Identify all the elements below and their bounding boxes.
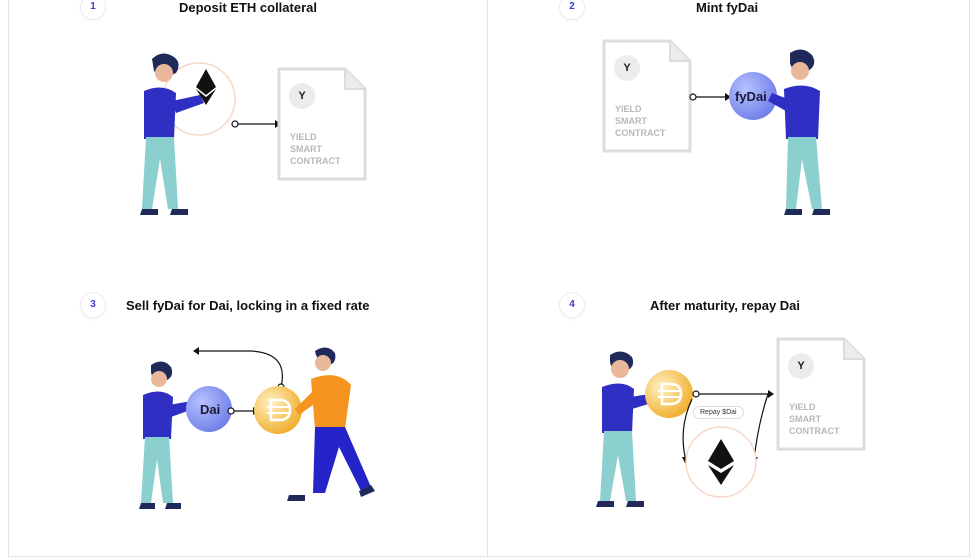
person-selling-icon	[139, 361, 193, 509]
step-3-panel: 3 Sell fyDai for Dai, locking in a fixed…	[8, 267, 488, 557]
arrow-to-fydai	[689, 93, 731, 101]
contract-initial: Y	[788, 353, 814, 379]
contract-initial: Y	[614, 55, 640, 81]
step-4-badge: 4	[560, 293, 584, 317]
step-2-title: Mint fyDai	[696, 0, 759, 15]
step-3-badge: 3	[81, 293, 105, 317]
dai-coin-icon	[254, 386, 302, 434]
repay-dai-badge: Repay $Dai	[693, 406, 744, 419]
person-buying-icon	[287, 347, 375, 501]
fydai-coin-icon	[729, 72, 777, 120]
step-4-title: After maturity, repay Dai	[650, 298, 801, 313]
dai-coin-icon	[645, 370, 693, 418]
person-minting-icon	[768, 49, 830, 215]
step-3-title: Sell fyDai for Dai, locking in a fixed r…	[126, 298, 370, 313]
step-2-badge: 2	[560, 0, 584, 19]
fydai-label: fyDai	[735, 89, 767, 104]
contract-initial: Y	[289, 83, 315, 109]
step-1-badge: 1	[81, 0, 105, 19]
step-1-title: Deposit ETH collateral	[179, 0, 317, 15]
step-1-panel: 1 Deposit ETH collateral Y	[8, 0, 488, 268]
person-depositing-icon	[140, 53, 236, 215]
fydai-coin-icon	[186, 386, 232, 432]
steps-grid: 1 Deposit ETH collateral Y	[8, 0, 970, 557]
fydai-partial-label: Dai	[200, 402, 221, 417]
eth-coin-icon	[685, 426, 757, 498]
step-4-panel: 4 After maturity, repay Dai Repa	[488, 267, 970, 557]
arrow-to-contract	[231, 120, 281, 128]
